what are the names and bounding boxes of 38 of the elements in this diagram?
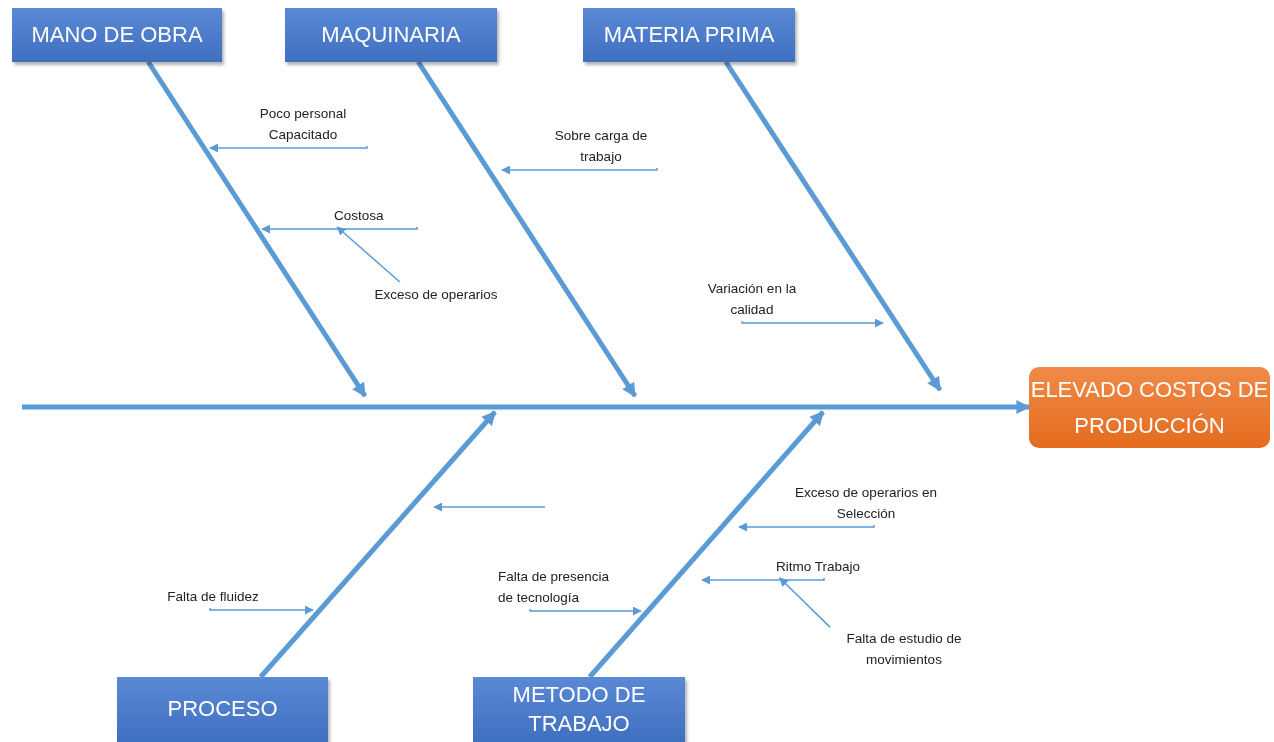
bone-arrow (258, 410, 497, 679)
category-box (473, 677, 685, 742)
arrow (779, 577, 831, 628)
category-box (117, 677, 328, 742)
bone-arrow (146, 60, 368, 398)
cause-text: Falta de fluidez (155, 579, 271, 608)
box-label: MATERIA PRIMA (603, 20, 775, 49)
arrow (738, 522, 875, 532)
arrow (701, 575, 825, 585)
cause-text: Exceso de operarios en Selección (786, 469, 946, 525)
arrow (741, 318, 884, 328)
category-box (583, 8, 795, 62)
cause-text: Falta de presencia de tecnología (498, 551, 616, 609)
box-label: MANO DE OBRA (31, 20, 203, 49)
box-label: PROCESO (167, 695, 278, 724)
arrow (209, 143, 368, 153)
cause-text: Sobre carga de trabajo (541, 112, 661, 168)
cause-text: Costosa (334, 200, 419, 227)
cause-text: Variación en la calidad (690, 266, 814, 321)
arrow (501, 165, 658, 175)
cause-text: Ritmo Trabajo (776, 548, 882, 578)
effect-box (1029, 367, 1270, 448)
arrow (209, 605, 314, 615)
box-label: MAQUINARIA (321, 20, 461, 49)
bone-arrow (587, 410, 825, 679)
bone-arrow (416, 60, 638, 398)
arrow (336, 226, 401, 283)
cause-text: Falta de estudio de movimientos (830, 621, 978, 671)
cause-text: Exceso de operarios (358, 282, 514, 306)
arrow (261, 224, 418, 234)
category-box (285, 8, 497, 62)
box-label: METODO DE TRABAJO (511, 680, 647, 738)
bone-arrow (723, 60, 943, 392)
bone-arrow (22, 400, 1031, 414)
category-box (12, 8, 222, 62)
box-label: ELEVADO COSTOS DE PRODUCCIÓN (1029, 376, 1270, 440)
arrow (529, 606, 642, 616)
cause-text: Poco personal Capacitado (236, 92, 370, 146)
